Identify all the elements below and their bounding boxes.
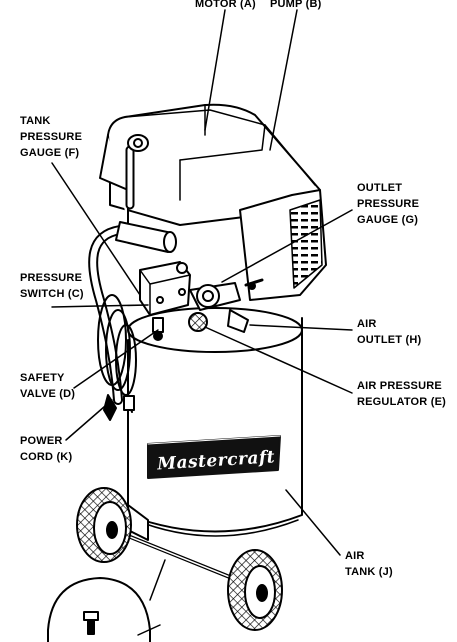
label-air-tank: AIR TANK (J) <box>345 548 393 580</box>
intake-cylinder <box>116 222 176 252</box>
label-motor-text: MOTOR (A) <box>195 0 256 12</box>
label-line: GAUGE (F) <box>20 145 82 161</box>
label-pump-text: PUMP (B) <box>270 0 322 12</box>
label-line: POWER <box>20 433 72 449</box>
safety-valve <box>153 318 163 340</box>
label-line: VALVE (D) <box>20 386 75 402</box>
right-wheel <box>228 550 282 630</box>
label-line: CORD (K) <box>20 449 72 465</box>
left-wheel <box>77 488 131 562</box>
label-line: OUTLET <box>357 180 419 196</box>
label-power-cord: POWER CORD (K) <box>20 433 72 465</box>
label-line: GAUGE (G) <box>357 212 419 228</box>
label-line: REGULATOR (E) <box>357 394 446 410</box>
label-air-pressure-regulator: AIR PRESSURE REGULATOR (E) <box>357 378 446 410</box>
label-line: PRESSURE <box>20 270 84 286</box>
label-line: SAFETY <box>20 370 75 386</box>
label-line: TANK (J) <box>345 564 393 580</box>
label-motor: MOTOR (A) <box>195 0 256 12</box>
label-line: AIR PRESSURE <box>357 378 446 394</box>
label-line: AIR <box>345 548 393 564</box>
label-air-outlet: AIR OUTLET (H) <box>357 316 421 348</box>
label-line: TANK <box>20 113 82 129</box>
label-line: PRESSURE <box>357 196 419 212</box>
label-line: PRESSURE <box>20 129 82 145</box>
label-tank-pressure-gauge: TANK PRESSURE GAUGE (F) <box>20 113 82 161</box>
label-outlet-pressure-gauge: OUTLET PRESSURE GAUGE (G) <box>357 180 419 228</box>
label-pump: PUMP (B) <box>270 0 322 12</box>
label-line: AIR <box>357 316 421 332</box>
drain-valve-detail <box>48 560 165 642</box>
pressure-switch <box>140 262 190 315</box>
air-tank <box>128 308 302 536</box>
label-line: OUTLET (H) <box>357 332 421 348</box>
label-pressure-switch: PRESSURE SWITCH (C) <box>20 270 84 302</box>
label-safety-valve: SAFETY VALVE (D) <box>20 370 75 402</box>
label-line: SWITCH (C) <box>20 286 84 302</box>
